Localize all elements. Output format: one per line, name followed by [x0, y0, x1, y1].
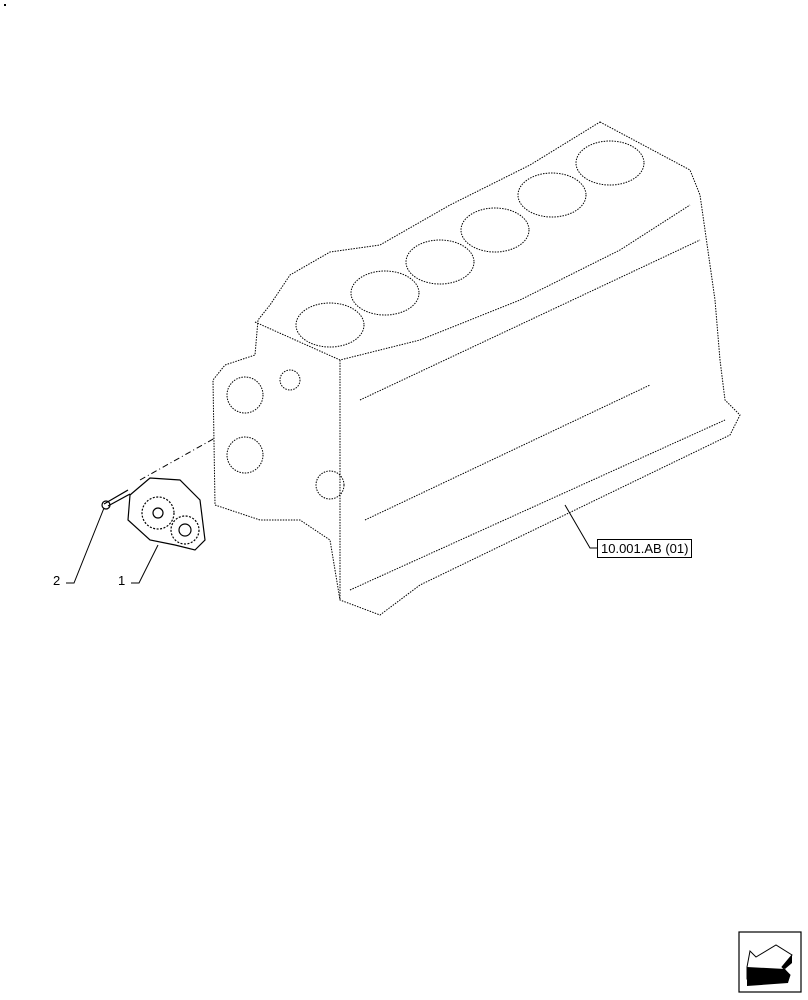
reference-link-engine-block[interactable]: 10.001.AB (01) — [597, 539, 693, 558]
back-arrow-icon[interactable] — [738, 931, 802, 993]
corner-mark — [4, 4, 6, 6]
callout-2[interactable]: 2 — [53, 573, 61, 588]
callout-1[interactable]: 1 — [118, 573, 126, 588]
